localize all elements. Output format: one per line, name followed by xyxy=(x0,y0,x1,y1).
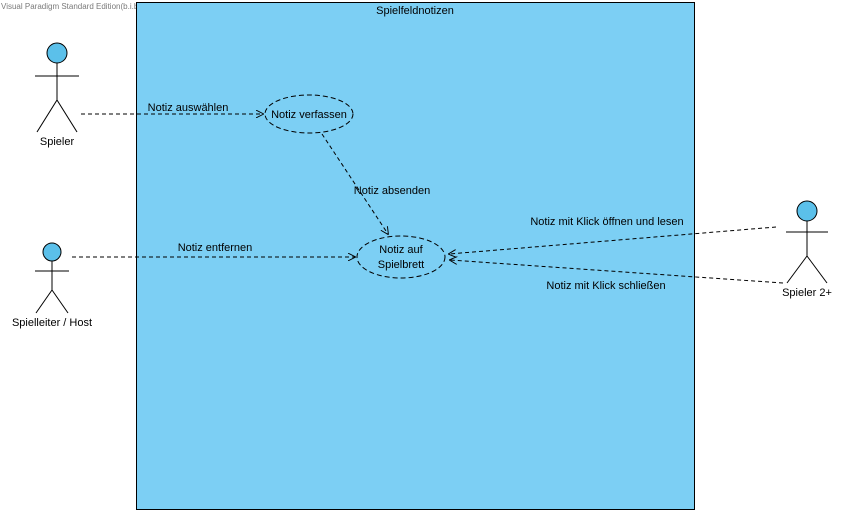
relation-notiz-auswaehlen-label: Notiz auswählen xyxy=(148,102,229,114)
actor-spieler-label: Spieler xyxy=(40,136,75,148)
relation-notiz-absenden-label: Notiz absenden xyxy=(354,185,430,197)
use-case-notiz-verfassen-label: Notiz verfassen xyxy=(271,109,347,121)
actor-host[interactable]: Spielleiter / Host xyxy=(12,242,92,329)
use-case-notiz-auf-spielbrett[interactable]: Notiz auf Spielbrett xyxy=(356,235,446,279)
relation-notiz-entfernen[interactable]: Notiz entfernen xyxy=(72,242,355,257)
actor-spieler[interactable]: Spieler xyxy=(35,42,79,148)
relation-notiz-schliessen[interactable]: Notiz mit Klick schließen xyxy=(450,260,784,292)
actor-spieler2-figure xyxy=(786,200,828,284)
actor-spieler-figure xyxy=(35,42,79,133)
actor-spieler2[interactable]: Spieler 2+ xyxy=(782,200,832,299)
use-case-spielbrett-label-line2: Spielbrett xyxy=(378,259,424,271)
relation-notiz-oeffnen-label: Notiz mit Klick öffnen und lesen xyxy=(530,216,683,228)
relation-notiz-absenden[interactable]: Notiz absenden xyxy=(321,133,430,234)
use-case-spielbrett-label-line1: Notiz auf xyxy=(379,244,423,256)
actor-host-label: Spielleiter / Host xyxy=(12,317,92,329)
actor-host-figure xyxy=(35,242,69,314)
watermark-text: Visual Paradigm Standard Edition(b.i.b. … xyxy=(1,2,219,11)
relation-notiz-auswaehlen[interactable]: Notiz auswählen xyxy=(81,102,263,114)
relation-notiz-oeffnen[interactable]: Notiz mit Klick öffnen und lesen xyxy=(449,216,777,254)
relation-notiz-entfernen-label: Notiz entfernen xyxy=(178,242,253,254)
system-title: Spielfeldnotizen xyxy=(376,5,454,17)
actor-spieler2-label: Spieler 2+ xyxy=(782,287,832,299)
use-case-notiz-verfassen[interactable]: Notiz verfassen xyxy=(264,94,354,134)
relation-notiz-schliessen-label: Notiz mit Klick schließen xyxy=(546,280,665,292)
